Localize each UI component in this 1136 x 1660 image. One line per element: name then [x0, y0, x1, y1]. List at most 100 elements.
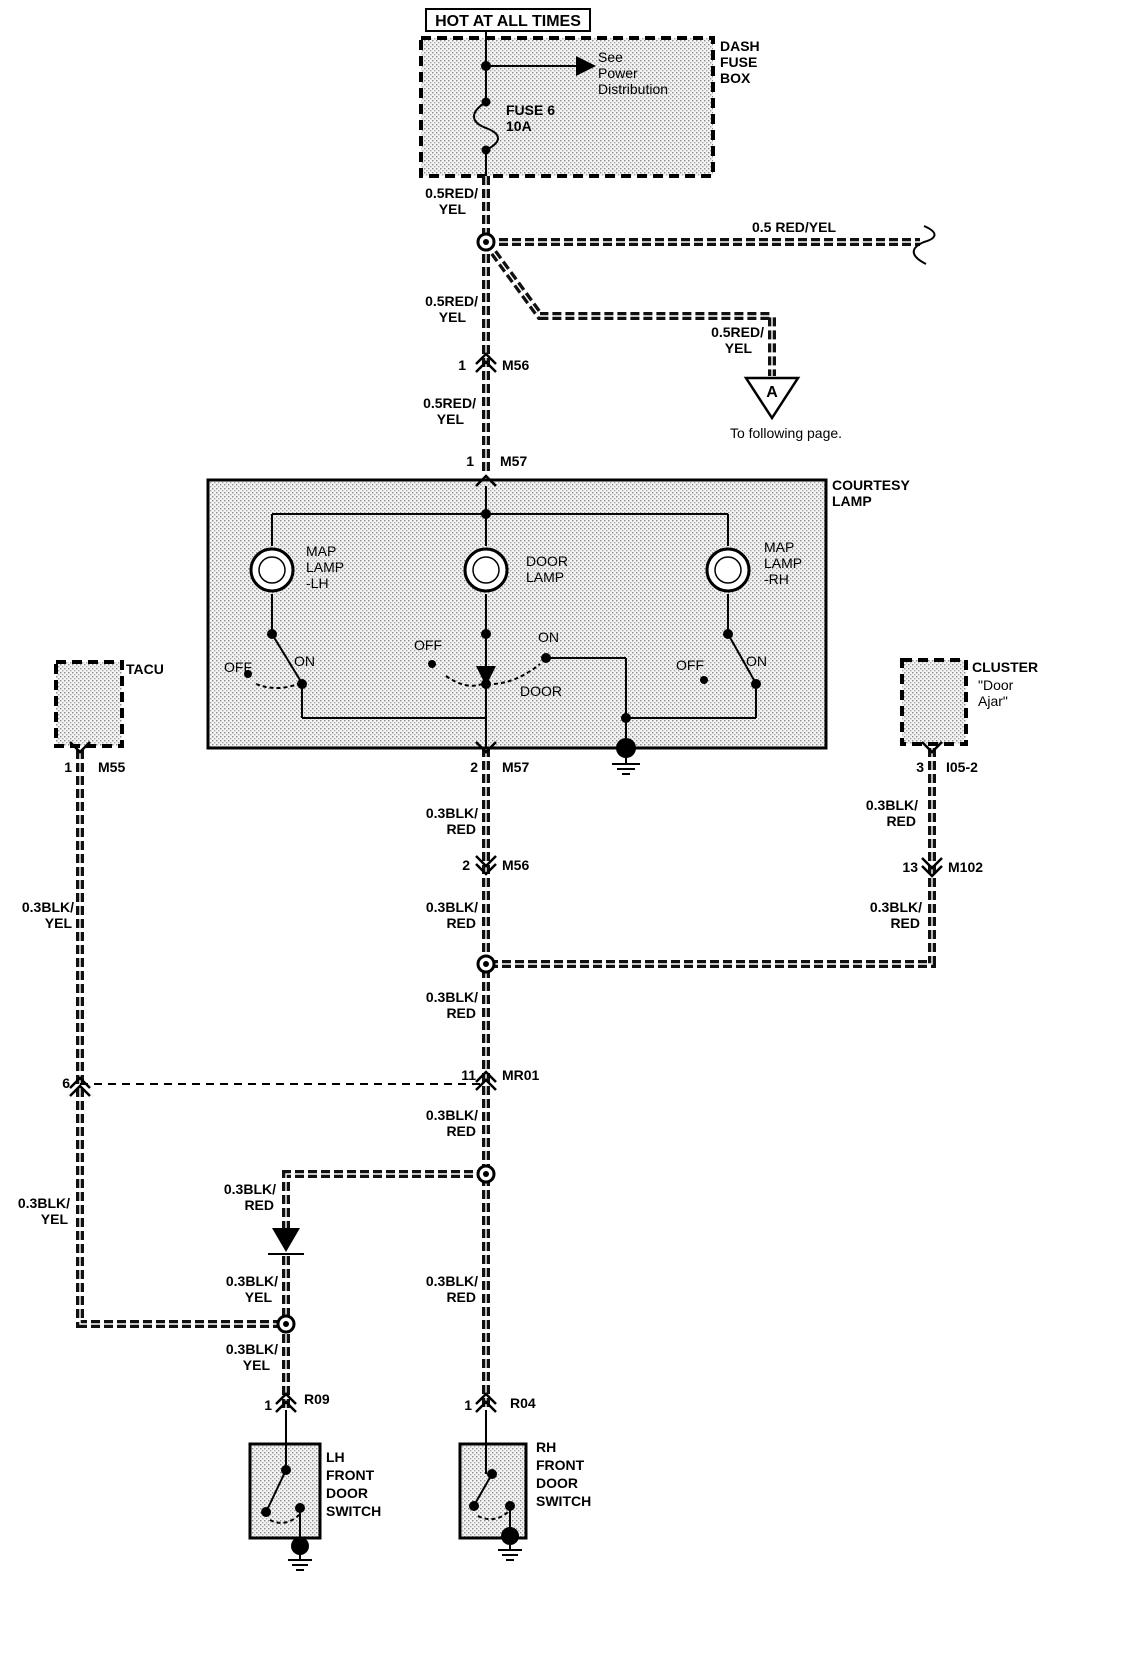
- lh-switch-label-3: DOOR: [326, 1485, 368, 1501]
- mr01-6-pin: 6: [62, 1075, 70, 1091]
- lh-switch-label-2: FRONT: [326, 1467, 375, 1483]
- dash-fuse-box: [419, 36, 715, 178]
- wire-label-8b: RED: [446, 1123, 476, 1139]
- wire-label-lh-2b: YEL: [245, 1289, 273, 1305]
- wire-label-lh-3b: YEL: [243, 1357, 271, 1373]
- fuse-rating-label-1: FUSE 6: [506, 102, 555, 118]
- splice-red-yel-center: [483, 239, 489, 245]
- wire-lh-branch: [282, 1170, 486, 1230]
- mr01-11-name: MR01: [502, 1067, 540, 1083]
- map-lamp-rh-label-3: -RH: [764, 571, 789, 587]
- cluster-sub-1: "Door: [978, 677, 1014, 693]
- map-lamp-rh-bulb-inner: [714, 556, 742, 584]
- lh-off-contact: [244, 670, 252, 678]
- wire-label-3a: 0.5RED/: [711, 324, 764, 340]
- cluster-sub-2: Ajar": [978, 693, 1008, 709]
- lh-sw-contact-a: [261, 1507, 271, 1517]
- wire-label-cluster-1b: RED: [886, 813, 916, 829]
- lh-switch-label-1: LH: [326, 1449, 345, 1465]
- map-lamp-lh-label-3: -LH: [306, 575, 329, 591]
- door-switch-arc: [445, 663, 541, 687]
- wire-label-4a: 0.5RED/: [423, 395, 476, 411]
- fuse-box-label-2: FUSE: [720, 54, 757, 70]
- r09-pin: 1: [264, 1397, 272, 1413]
- wire-label-7a: 0.3BLK/: [426, 989, 478, 1005]
- wire-label-1a: 0.5RED/: [425, 185, 478, 201]
- wire-label-tacu-2b: YEL: [41, 1211, 69, 1227]
- wire-label-1b: YEL: [439, 201, 467, 217]
- m55-name: M55: [98, 759, 125, 775]
- m56-2-name: M56: [502, 857, 529, 873]
- i05-name: I05-2: [946, 759, 978, 775]
- rh-switch-label-3: DOOR: [536, 1475, 578, 1491]
- wire-cluster: [486, 748, 936, 968]
- harness-wire-cores: [79, 176, 933, 1410]
- splice-cluster-center: [483, 961, 489, 967]
- wire-break-symbol: [912, 225, 936, 265]
- m56-2-pin: 2: [462, 857, 470, 873]
- wire-label-2a: 0.5RED/: [425, 293, 478, 309]
- connector-m57-2-symbol: [475, 741, 497, 754]
- map-lamp-rh-label-2: LAMP: [764, 555, 802, 571]
- m55-pin: 1: [64, 759, 72, 775]
- rh-sw-contact-a: [469, 1501, 479, 1511]
- m56-1-pin: 1: [458, 357, 466, 373]
- r09-name: R09: [304, 1391, 330, 1407]
- lamp-internal-wiring: [244, 486, 761, 748]
- m57-1-name: M57: [500, 453, 527, 469]
- wire-label-9a: 0.3BLK/: [426, 1273, 478, 1289]
- map-lamp-lh-label-2: LAMP: [306, 559, 344, 575]
- map-lamp-lh-label-1: MAP: [306, 543, 336, 559]
- rh-door-switch-box: [458, 1442, 528, 1540]
- wire-label-2b: YEL: [439, 309, 467, 325]
- rh-off-contact: [700, 676, 708, 684]
- core-tacu: [79, 750, 286, 1325]
- rh-switch-ground-icon: [498, 1545, 522, 1561]
- core-lh-branch: [285, 1173, 486, 1230]
- lh-switch-blade: [271, 633, 301, 681]
- core-cluster: [486, 748, 933, 965]
- diode-symbol: [272, 1228, 300, 1252]
- wire-label-7b: RED: [446, 1005, 476, 1021]
- wire-label-5a: 0.3BLK/: [426, 805, 478, 821]
- offpage-letter: A: [766, 384, 778, 401]
- rh-switch-label-4: SWITCH: [536, 1493, 591, 1509]
- lh-sw-arc: [269, 1513, 301, 1524]
- see-label-3: Distribution: [598, 81, 668, 97]
- door-lamp-bulb: [463, 547, 509, 593]
- courtesy-lamp-label-2: LAMP: [832, 493, 872, 509]
- connector-r04-symbol: [475, 1392, 497, 1413]
- tacu-label: TACU: [126, 661, 164, 677]
- door-lamp-label-1: DOOR: [526, 553, 568, 569]
- wire-label-lh-1a: 0.3BLK/: [224, 1181, 276, 1197]
- courtesy-lamp-box: [206, 478, 828, 750]
- map-lamp-rh-label-1: MAP: [764, 539, 794, 555]
- wire-label-branch: 0.5 RED/YEL: [752, 219, 836, 235]
- wire-label-tacu-1b: YEL: [45, 915, 73, 931]
- rh-switch-blade: [727, 633, 755, 681]
- rh-switch-label-1: RH: [536, 1439, 556, 1455]
- see-label-2: Power: [598, 65, 638, 81]
- m102-name: M102: [948, 859, 983, 875]
- mr01-11-pin: 11: [461, 1067, 476, 1083]
- offpage-triangle-a: [743, 376, 801, 421]
- cluster-label: CLUSTER: [972, 659, 1038, 675]
- connector-m102-symbol: [921, 857, 943, 878]
- rh-off-label: OFF: [676, 657, 704, 673]
- wire-label-cluster-2a: 0.3BLK/: [870, 899, 922, 915]
- connector-m55-symbol: [69, 741, 91, 754]
- connector-mr01-11-symbol: [475, 1070, 497, 1091]
- r04-pin: 1: [464, 1397, 472, 1413]
- cluster-box: [900, 658, 968, 746]
- fuse-box-label-3: BOX: [720, 70, 751, 86]
- door-center-contact: [481, 679, 491, 689]
- connector-i05-symbol: [921, 741, 943, 754]
- m57-2-pin: 2: [470, 759, 478, 775]
- rh-switch-ground-dot: [501, 1527, 519, 1545]
- map-lamp-lh-bulb-inner: [258, 556, 286, 584]
- lh-off-label: OFF: [224, 659, 252, 675]
- wire-label-3b: YEL: [725, 340, 753, 356]
- wire-label-lh-1b: RED: [244, 1197, 274, 1213]
- wire-label-tacu-2a: 0.3BLK/: [18, 1195, 70, 1211]
